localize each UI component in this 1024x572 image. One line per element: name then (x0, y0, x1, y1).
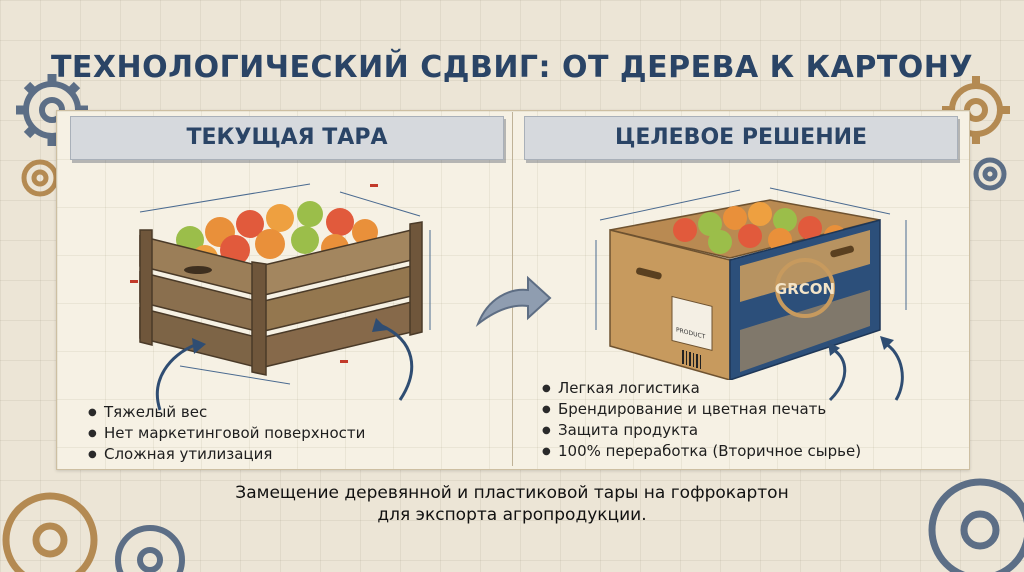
gear-icon (2, 492, 185, 572)
footer-line-1: Замещение деревянной и пластиковой тары … (235, 483, 789, 503)
list-item: 100% переработка (Вторичное сырье) (542, 441, 861, 462)
box-brand-logo: GRCON (775, 280, 835, 298)
list-item: Тяжелый вес (88, 402, 365, 423)
gear-icon (928, 478, 1024, 572)
list-item: Легкая логистика (542, 378, 861, 399)
page-title: ТЕХНОЛОГИЧЕСКИЙ СДВИГ: ОТ ДЕРЕВА К КАРТО… (50, 50, 974, 85)
list-item: Брендирование и цветная печать (542, 399, 861, 420)
wooden-crate-illustration (130, 183, 431, 385)
transition-arrow-icon (475, 275, 552, 327)
list-item: Сложная утилизация (88, 444, 365, 465)
target-solution-benefits: Легкая логистика Брендирование и цветная… (542, 378, 861, 462)
list-item: Нет маркетинговой поверхности (88, 423, 365, 444)
footer-line-2: для экспорта агропродукции. (377, 505, 647, 525)
current-packaging-drawbacks: Тяжелый вес Нет маркетинговой поверхност… (88, 402, 365, 465)
panel-divider (512, 112, 513, 466)
footer-caption: Замещение деревянной и пластиковой тары … (0, 482, 1024, 526)
current-packaging-header: ТЕКУЩАЯ ТАРА (70, 116, 504, 160)
list-item: Защита продукта (542, 420, 861, 441)
cardboard-box-illustration: GRCON PRODUCT (595, 187, 907, 380)
target-solution-header: ЦЕЛЕВОЕ РЕШЕНИЕ (524, 116, 958, 160)
